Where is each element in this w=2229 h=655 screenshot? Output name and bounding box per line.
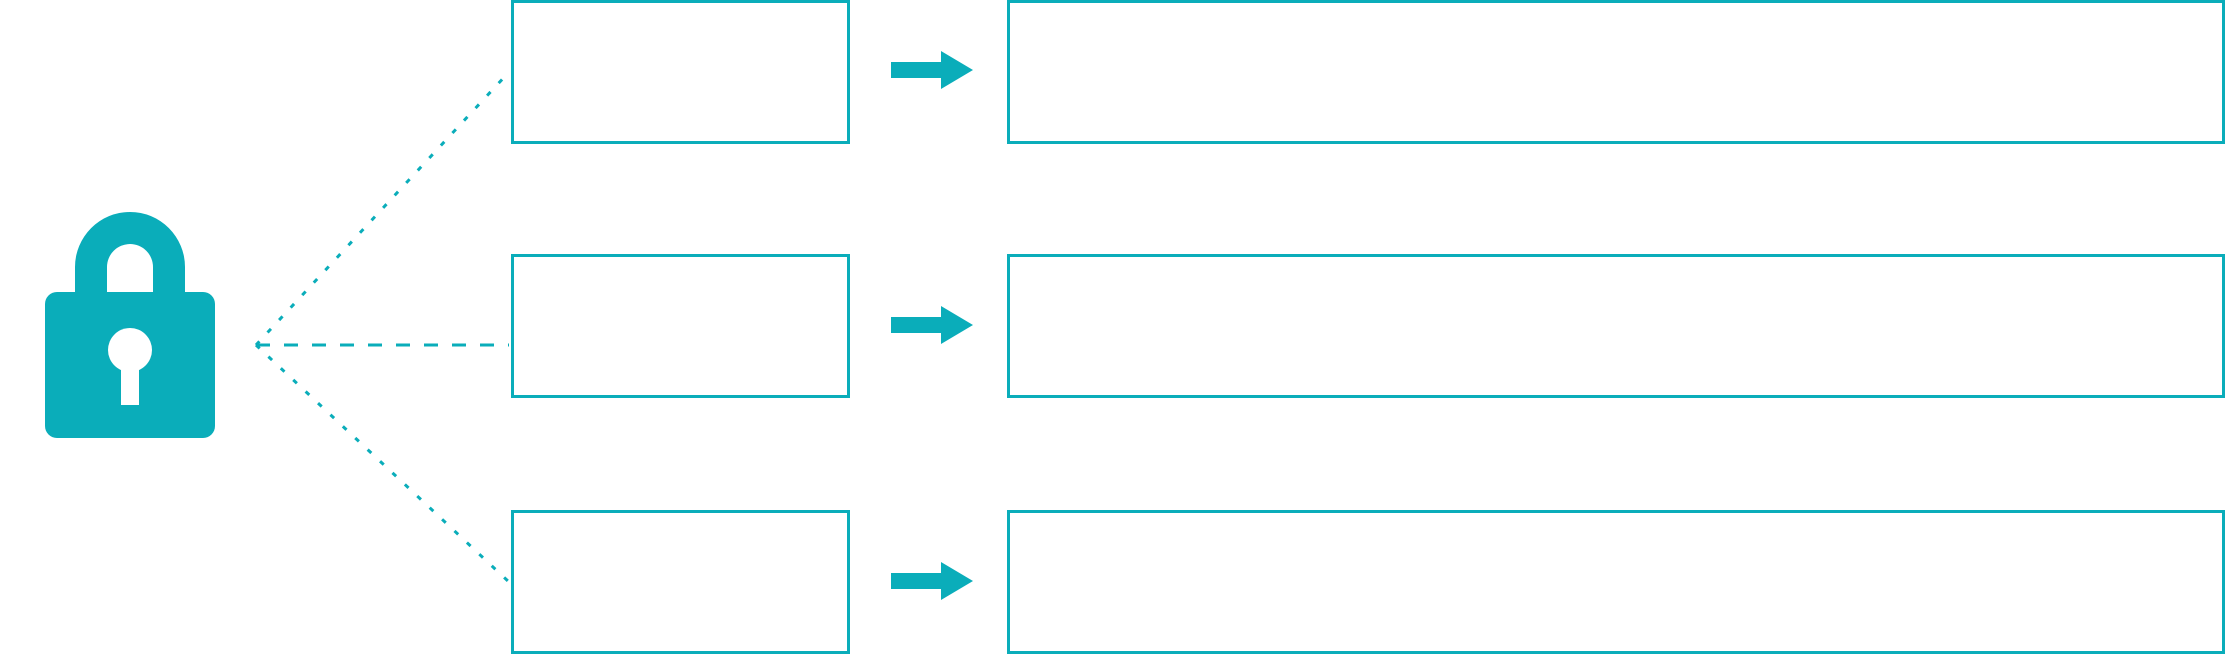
condition-text-2	[514, 257, 847, 277]
condition-text-1	[514, 3, 847, 23]
result-text-2	[1010, 257, 2222, 277]
lock-icon	[30, 205, 230, 450]
result-box-2[interactable]	[1007, 254, 2225, 398]
arrow-right-icon-2	[891, 306, 973, 344]
result-text-3	[1010, 513, 2222, 533]
result-box-3[interactable]	[1007, 510, 2225, 654]
condition-box-1[interactable]	[511, 0, 850, 144]
result-box-1[interactable]	[1007, 0, 2225, 144]
connector-branch-3	[254, 343, 511, 584]
arrow-right-icon-1	[891, 51, 973, 89]
connector-branch-1	[254, 70, 511, 347]
condition-box-3[interactable]	[511, 510, 850, 654]
condition-box-2[interactable]	[511, 254, 850, 398]
arrow-right-icon-3	[891, 562, 973, 600]
condition-text-3	[514, 513, 847, 533]
result-text-1	[1010, 3, 2222, 23]
